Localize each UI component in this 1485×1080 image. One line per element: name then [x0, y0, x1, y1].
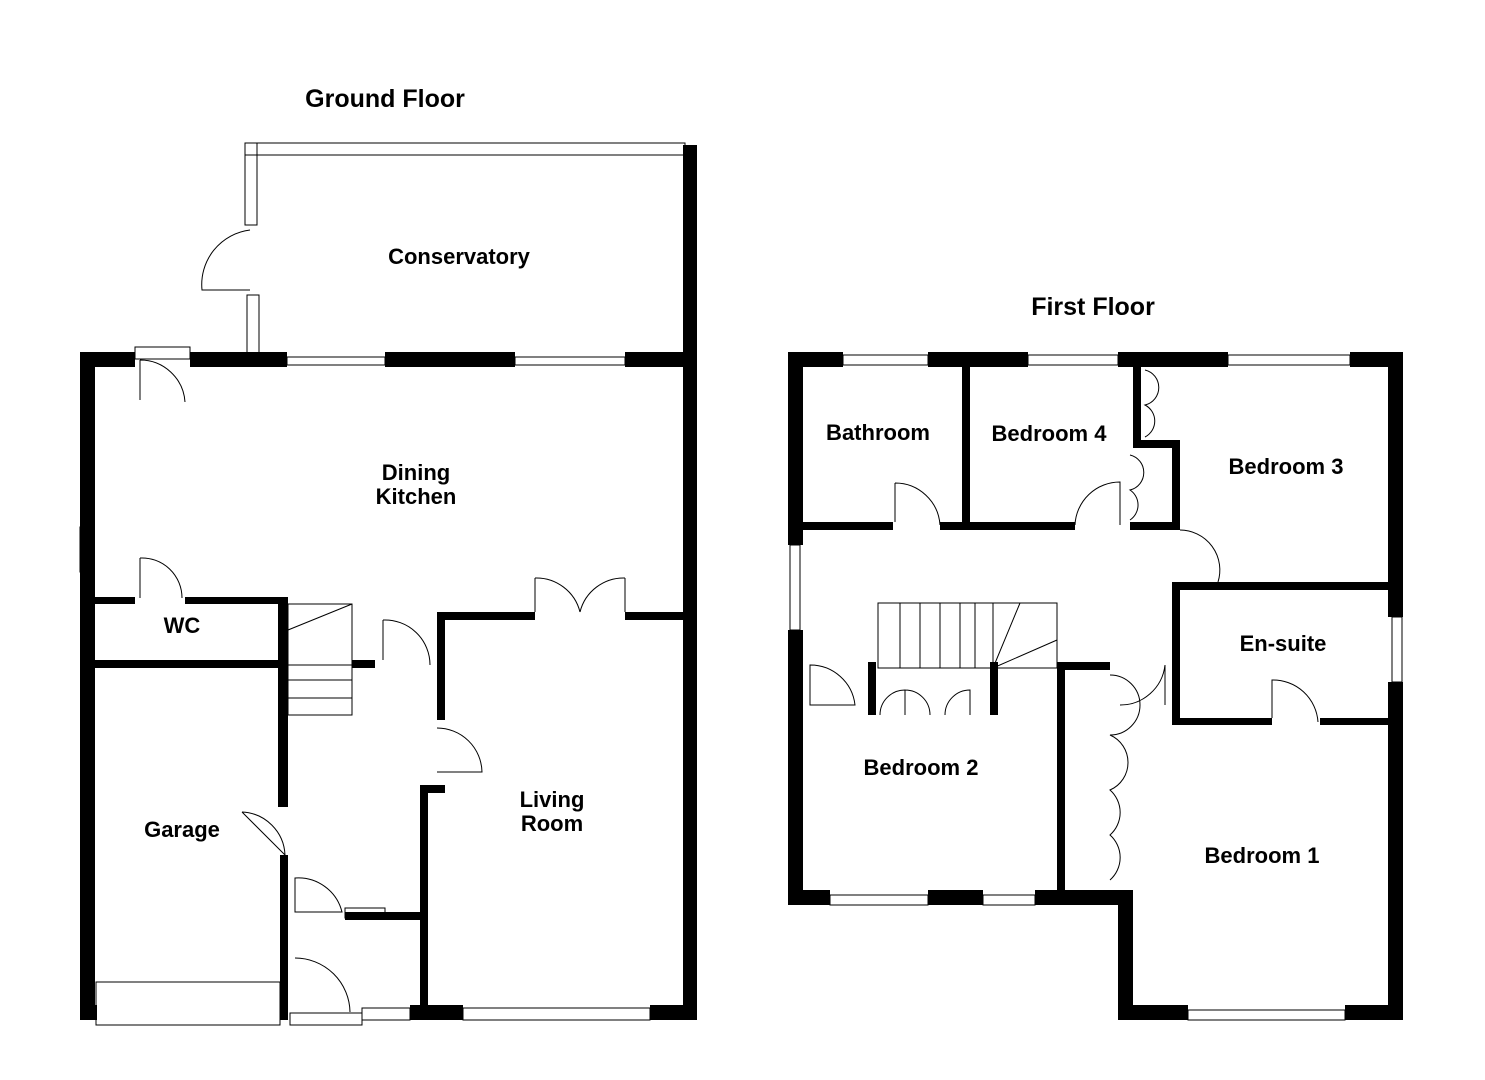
- room-label-garage: Garage: [144, 817, 220, 842]
- ground-floor-fittings: [79, 142, 686, 1026]
- ground-floor-walls: [80, 145, 697, 1020]
- first-floor-title: First Floor: [1031, 293, 1155, 321]
- room-label-room: Room: [520, 811, 584, 836]
- room-label-wc: WC: [163, 613, 201, 638]
- room-label-conservatory: Conservatory: [388, 244, 530, 269]
- room-label-living: Living: [519, 787, 585, 812]
- ground-floor-title: Ground Floor: [305, 85, 465, 113]
- room-label-bedroom-1: Bedroom 1: [1204, 843, 1320, 868]
- room-label-bathroom: Bathroom: [826, 420, 930, 445]
- room-label-bedroom-4: Bedroom 4: [991, 421, 1107, 446]
- room-label-kitchen: Kitchen: [375, 484, 457, 509]
- room-label-bedroom-3: Bedroom 3: [1228, 454, 1344, 479]
- first-floor-walls: [788, 352, 1403, 1020]
- first-floor-fittings: [789, 354, 1403, 1021]
- room-label-en-suite: En-suite: [1239, 631, 1327, 656]
- room-label-bedroom-2: Bedroom 2: [863, 755, 979, 780]
- room-label-dining: Dining: [381, 460, 451, 485]
